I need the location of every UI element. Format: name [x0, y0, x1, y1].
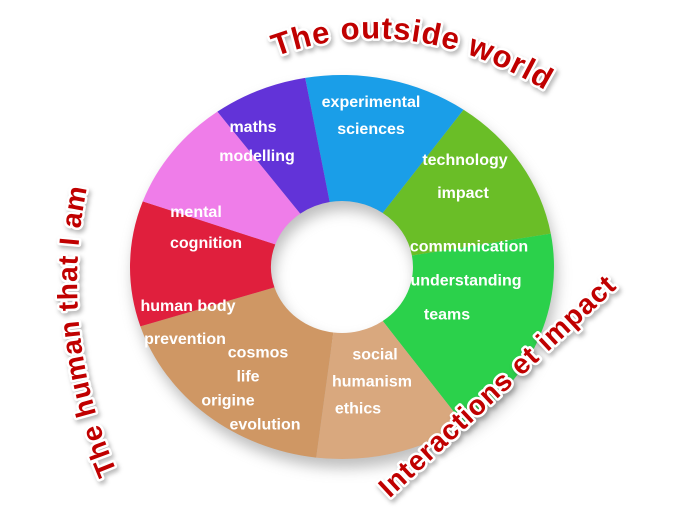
segment-human-body-prevention: [130, 201, 276, 327]
segment-mental-cognition: [142, 111, 301, 245]
annotation-human-that-i-am-text: The human that I am: [50, 180, 125, 484]
segment-social-humanism-ethics: [316, 321, 464, 460]
segment-experimental-sciences: [305, 75, 464, 213]
segment-cosmos-life-origine-evolution: [140, 287, 334, 458]
annotation-human-that-i-am: The human that I am: [52, 183, 123, 482]
segment-communication-understanding-teams: [382, 233, 555, 425]
donut-segments: [130, 75, 555, 460]
segment-maths-modelling: [217, 77, 330, 214]
segment-technology-impact: [382, 109, 551, 256]
